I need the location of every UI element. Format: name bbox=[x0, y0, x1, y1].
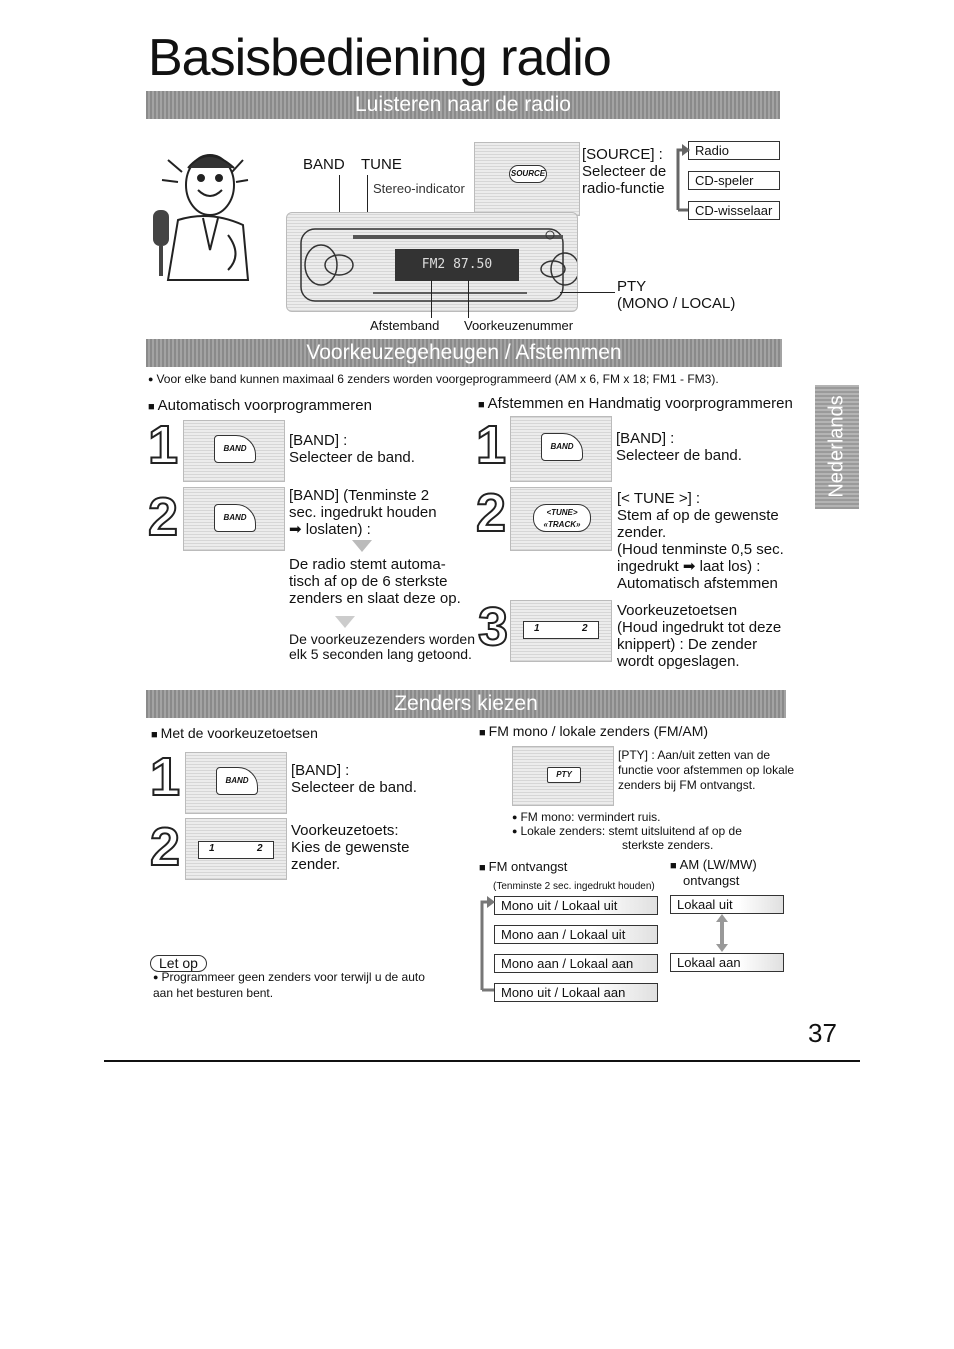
source-chain-item: Radio bbox=[688, 141, 780, 160]
section-header-preset: Voorkeuzegeheugen / Afstemmen bbox=[146, 339, 782, 367]
radio-display: FM2 87.50 bbox=[395, 249, 519, 281]
source-button[interactable]: SOURCE bbox=[509, 165, 547, 183]
step-text: [< TUNE >] : Stem af op de gewenste zend… bbox=[617, 490, 784, 592]
page-number: 37 bbox=[808, 1018, 837, 1048]
voorkeuzenummer-label: Voorkeuzenummer bbox=[464, 318, 574, 333]
pty-button[interactable]: PTY bbox=[547, 767, 581, 783]
step-text: Voorkeuzetoetsen (Houd ingedrukt tot dez… bbox=[617, 602, 782, 670]
preset-buttons[interactable]: 1 2 bbox=[198, 841, 274, 859]
preset-1-label: 1 bbox=[534, 623, 540, 634]
step-text: [BAND] : Selecteer de band. bbox=[616, 430, 742, 464]
language-tab: Nederlands bbox=[815, 385, 859, 509]
source-cycle-arrows bbox=[676, 144, 690, 212]
fm-mono-note: FM mono: vermindert ruis. bbox=[512, 811, 660, 825]
step-number: 1 bbox=[149, 747, 181, 807]
afstemband-pointer bbox=[431, 280, 432, 318]
step-text: [BAND] : Selecteer de band. bbox=[291, 762, 417, 796]
preset-keys-heading: Met de voorkeuzetoetsen bbox=[151, 725, 318, 744]
local-stations-note-cont: sterkste zenders. bbox=[622, 838, 714, 852]
am-chain-item: Lokaal uit bbox=[670, 895, 784, 914]
fm-chain-item: Mono aan / Lokaal uit bbox=[494, 925, 658, 944]
step-text: [BAND] (Tenminste 2 sec. ingedrukt houde… bbox=[289, 487, 437, 538]
step-text: Voorkeuzetoets: Kies de gewenste zender. bbox=[291, 822, 410, 873]
am-chain-item: Lokaal aan bbox=[670, 953, 784, 972]
preset-buttons[interactable]: 1 2 bbox=[523, 621, 599, 639]
radio-faceplate bbox=[300, 228, 577, 302]
auto-preset-heading: Automatisch voorprogrammeren bbox=[148, 397, 372, 416]
source-chain-item: CD-speler bbox=[688, 171, 780, 190]
fm-chain-item: Mono uit / Lokaal aan bbox=[494, 983, 658, 1002]
tune-button[interactable]: <TUNE> «TRACK» bbox=[533, 504, 591, 532]
fm-chain-item: Mono uit / Lokaal uit bbox=[494, 896, 658, 915]
voorkeuzenummer-pointer bbox=[468, 280, 469, 318]
section-header-listen: Luisteren naar de radio bbox=[146, 91, 780, 119]
step-number: 1 bbox=[147, 415, 179, 475]
band-label: BAND bbox=[303, 156, 345, 173]
section-header-select: Zenders kiezen bbox=[146, 690, 786, 718]
am-toggle-arrows bbox=[716, 914, 728, 952]
tune-button-label: <TUNE> bbox=[546, 508, 578, 517]
step-number: 1 bbox=[475, 415, 507, 475]
pty-pointer bbox=[560, 292, 615, 293]
fm-cycle-arrows bbox=[480, 896, 495, 992]
band-button[interactable]: BAND bbox=[214, 504, 256, 532]
preset-2-label: 2 bbox=[257, 843, 263, 854]
step-text: [BAND] : Selecteer de band. bbox=[289, 432, 415, 466]
fm-mono-local-heading: FM mono / lokale zenders (FM/AM) bbox=[479, 723, 708, 742]
source-chain-item: CD-wisselaar bbox=[688, 201, 780, 220]
source-label: [SOURCE] : bbox=[582, 146, 663, 163]
afstemband-label: Afstemband bbox=[370, 318, 440, 333]
preset-scan-note: De voorkeuzezenders worden elk 5 seconde… bbox=[289, 631, 475, 662]
man-with-microphone-illustration bbox=[153, 154, 250, 281]
fm-reception-heading: FM ontvangst bbox=[479, 859, 568, 876]
pty-button-panel: PTY bbox=[512, 746, 614, 806]
down-arrow-icon bbox=[352, 540, 372, 552]
caution-text: Programmeer geen zenders voor terwijl u … bbox=[153, 970, 425, 1001]
tune-button-panel: <TUNE> «TRACK» bbox=[510, 487, 612, 551]
pty-description: (MONO / LOCAL) bbox=[617, 295, 736, 312]
band-button-panel: BAND bbox=[183, 420, 285, 482]
fm-reception-sub: (Tenminste 2 sec. ingedrukt houden) bbox=[493, 881, 655, 892]
band-button[interactable]: BAND bbox=[214, 435, 256, 463]
step-number: 2 bbox=[149, 817, 181, 877]
auto-preset-result: De radio stemt automa- tisch af op de 6 … bbox=[289, 556, 461, 607]
track-button-label: «TRACK» bbox=[543, 520, 581, 529]
manual-tuning-heading: Afstemmen en Handmatig voorprogrammeren bbox=[478, 395, 793, 414]
step-number: 3 bbox=[477, 597, 509, 657]
footer-rule bbox=[104, 1060, 860, 1062]
band-button[interactable]: BAND bbox=[541, 433, 583, 461]
tune-label: TUNE bbox=[361, 156, 402, 173]
am-reception-sub: ontvangst bbox=[683, 873, 740, 888]
radio-unit-illustration: FM2 87.50 bbox=[286, 212, 578, 312]
step-number: 2 bbox=[475, 483, 507, 543]
band-button[interactable]: BAND bbox=[216, 767, 258, 795]
source-button-panel: SOURCE bbox=[474, 142, 580, 216]
preset-capacity-note: Voor elke band kunnen maximaal 6 zenders… bbox=[148, 372, 718, 388]
preset-2-label: 2 bbox=[582, 623, 588, 634]
pty-label: PTY bbox=[617, 278, 647, 295]
step-number: 2 bbox=[147, 487, 179, 547]
fm-chain-item: Mono aan / Lokaal aan bbox=[494, 954, 658, 973]
language-tab-label: Nederlands bbox=[825, 395, 848, 498]
pty-function-desc: [PTY] : Aan/uit zetten van de functie vo… bbox=[618, 748, 795, 792]
source-description: Selecteer de radio-functie bbox=[582, 163, 667, 197]
preset-1-label: 1 bbox=[209, 843, 215, 854]
band-button-panel: BAND bbox=[510, 416, 612, 482]
preset-buttons-panel: 1 2 bbox=[510, 600, 612, 662]
local-stations-note: Lokale zenders: stemt uitsluitend af op … bbox=[512, 825, 741, 839]
preset-buttons-panel: 1 2 bbox=[185, 818, 287, 880]
band-button-panel: BAND bbox=[185, 752, 287, 814]
page-title: Basisbediening radio bbox=[148, 29, 612, 87]
stereo-indicator-label: Stereo-indicator bbox=[373, 181, 465, 196]
down-arrow-icon bbox=[335, 616, 355, 628]
band-button-panel: BAND bbox=[183, 487, 285, 551]
am-reception-heading: AM (LW/MW) bbox=[670, 857, 757, 874]
